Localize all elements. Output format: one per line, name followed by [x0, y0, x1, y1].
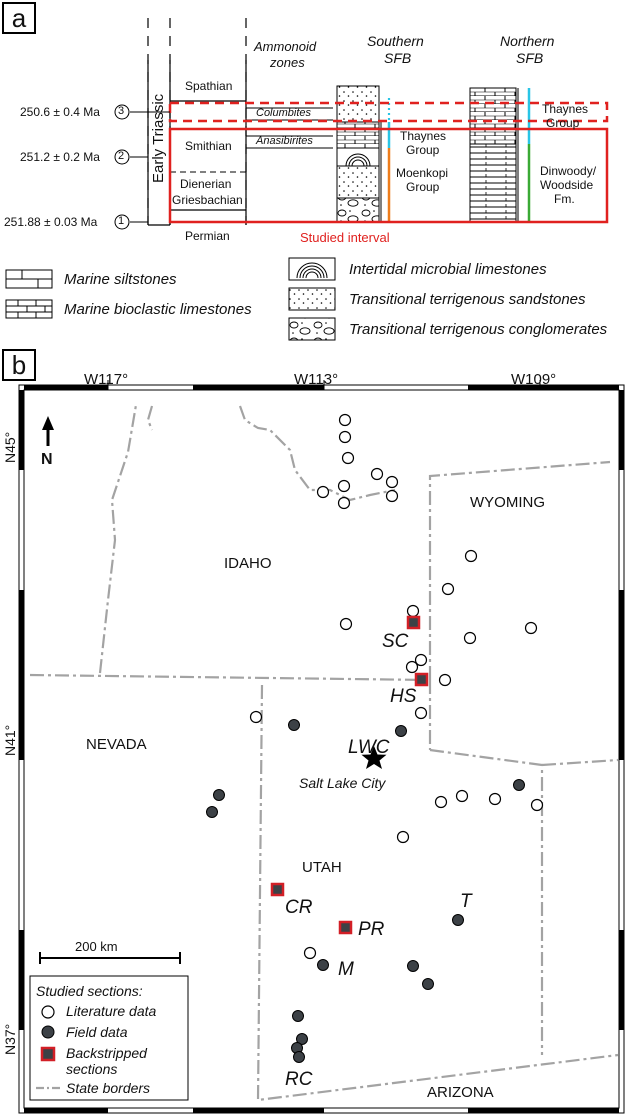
legend-backstripped-label-2: sections: [66, 1061, 118, 1077]
legend-bioclastic-label: Marine bioclastic limestones: [64, 301, 252, 318]
salt-lake-city-star-icon: [361, 746, 387, 769]
scale-label: 200 km: [75, 939, 118, 954]
state-utah: UTAH: [302, 859, 342, 876]
northern-thaynes-2: Group: [546, 116, 580, 130]
legend-sandstone-swatch: [288, 287, 336, 311]
northern-thaynes-1: Thaynes: [542, 102, 589, 116]
section-m: M: [338, 959, 354, 980]
southern-bioclastic-limestone: [336, 121, 380, 149]
southern-moenkopi-2: Group: [406, 180, 440, 194]
northern-dinwoody-1: Dinwoody/: [540, 164, 597, 178]
legend-bioclastic-swatch: [5, 299, 53, 319]
lat-label-41: N41°: [2, 724, 18, 756]
section-hs: HS: [390, 686, 417, 707]
state-borders: [29, 404, 619, 1102]
lat-label-45: N45°: [2, 431, 18, 463]
legend-siltstone-swatch: [5, 269, 53, 289]
legend-title: Studied sections:: [36, 983, 143, 999]
northern-dinwoody-2: Woodside: [540, 178, 594, 192]
legend-borders-label: State borders: [66, 1080, 151, 1096]
stage-griesbachian: Griesbachian: [172, 193, 243, 207]
studied-interval-label: Studied interval: [300, 230, 390, 245]
map-legend-box: [29, 975, 189, 1101]
zone-anasibirites: Anasibirites: [256, 135, 313, 147]
southern-conglomerate: [336, 197, 380, 223]
age-label-3: 250.6 ± 0.4 Ma: [20, 105, 100, 119]
ammonoid-header-2: zones: [270, 55, 305, 70]
lon-label-117: W117°: [84, 371, 129, 388]
city-salt-lake: Salt Lake City: [299, 775, 386, 791]
southern-sandstone-lower: [336, 165, 380, 199]
northern-dinwoody-3: Fm.: [554, 192, 575, 206]
southern-thaynes-2: Group: [406, 143, 440, 157]
lon-label-113: W113°: [294, 371, 339, 388]
northern-header-1: Northern: [500, 33, 555, 49]
legend-conglomerate-swatch: [288, 317, 336, 341]
southern-thaynes-1: Thaynes: [400, 129, 447, 143]
field-points: [206, 719, 525, 1063]
age-label-1: 251.88 ± 0.03 Ma: [4, 215, 98, 229]
section-rc: RC: [285, 1069, 313, 1090]
studied-interval-box: [168, 127, 609, 224]
age-marker-3: 3: [118, 105, 125, 117]
legend-microbial-label: Intertidal microbial limestones: [349, 261, 547, 278]
legend-microbial-swatch: [288, 257, 336, 281]
age-marker-2: 2: [118, 150, 125, 162]
ammonoid-header-1: Ammonoid: [254, 39, 317, 54]
state-wyoming: WYOMING: [470, 494, 545, 511]
section-lwc: LWC: [348, 737, 390, 758]
southern-header-2: SFB: [384, 50, 412, 66]
state-arizona: ARIZONA: [427, 1084, 494, 1101]
age-label-2: 251.2 ± 0.2 Ma: [20, 150, 100, 164]
section-sc: SC: [382, 631, 409, 652]
stage-permian: Permian: [185, 229, 230, 243]
legend-backstripped-icon: [40, 1046, 56, 1062]
legend-siltstone-label: Marine siltstones: [64, 271, 177, 288]
stage-smithian: Smithian: [185, 139, 232, 153]
state-idaho: IDAHO: [224, 555, 272, 572]
literature-points: [249, 413, 544, 960]
stage-dienerian: Dienerian: [180, 177, 232, 191]
state-nevada: NEVADA: [86, 736, 147, 753]
backstripped-points: [270, 615, 429, 935]
southern-moenkopi-1: Moenkopi: [396, 166, 449, 180]
legend-conglomerate-label: Transitional terrigenous conglomerates: [349, 321, 608, 338]
legend-field-label: Field data: [66, 1024, 128, 1040]
stage-spathian: Spathian: [185, 79, 233, 93]
lat-label-37: N37°: [2, 1023, 18, 1055]
lon-label-109: W109°: [511, 371, 557, 388]
panel-b-label: b: [2, 349, 36, 381]
zone-columbites: Columbites: [256, 107, 312, 119]
north-label: N: [41, 451, 53, 468]
legend-sandstone-label: Transitional terrigenous sandstones: [349, 291, 586, 308]
north-arrow-icon: [42, 416, 54, 446]
section-cr: CR: [285, 897, 313, 918]
panel-a-label: a: [2, 2, 36, 34]
section-t: T: [460, 891, 472, 912]
northern-bioclastic-limestone: [469, 87, 517, 145]
age-marker-1: 1: [118, 215, 125, 227]
section-pr: PR: [358, 919, 385, 940]
legend-backstripped-label-1: Backstripped: [66, 1045, 147, 1061]
legend-field-icon: [41, 1025, 55, 1039]
southern-header-1: Southern: [367, 33, 424, 49]
legend-literature-icon: [41, 1005, 55, 1019]
legend-literature-label: Literature data: [66, 1003, 157, 1019]
northern-header-2: SFB: [516, 50, 544, 66]
